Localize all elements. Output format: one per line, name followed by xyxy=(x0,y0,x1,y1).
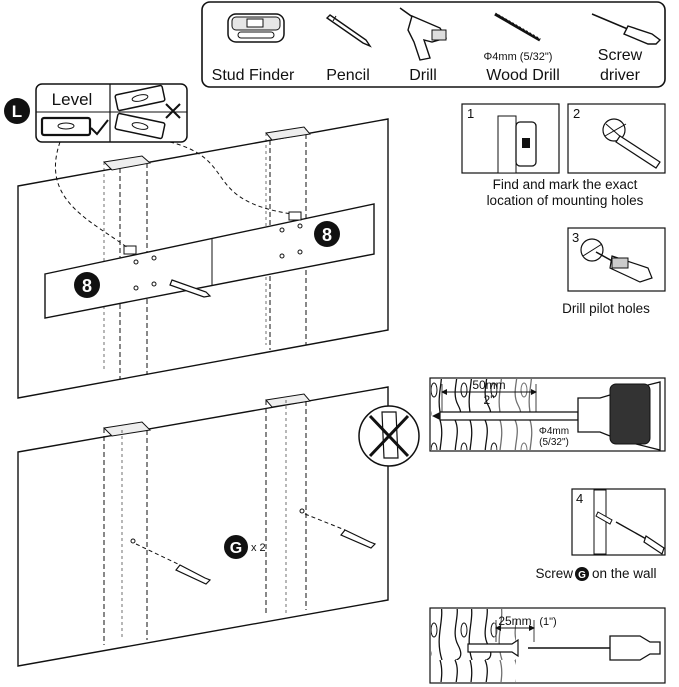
wall-top xyxy=(17,118,389,399)
level-label: Level xyxy=(52,90,93,109)
tool-label-screw: Screw xyxy=(598,47,643,64)
step-3-panel: 3 xyxy=(567,227,666,292)
caption-drill: Drill pilot holes xyxy=(562,301,650,316)
drill-depth-panel xyxy=(429,377,666,452)
step-2-panel: 2 xyxy=(567,103,666,174)
step-2-number: 2 xyxy=(573,106,580,121)
tool-label-drill: Drill xyxy=(409,67,437,84)
screw-depth-inches: (1") xyxy=(539,616,556,628)
svg-text:8: 8 xyxy=(82,276,92,296)
marker-8-right: 8 xyxy=(314,221,340,247)
wood-drill-bit-icon xyxy=(494,12,542,42)
lag-screw-right-icon xyxy=(340,529,377,549)
tool-label-wood-drill: Wood Drill xyxy=(486,67,560,84)
caption-screw-prefix: Screw xyxy=(535,566,573,581)
svg-text:G: G xyxy=(578,570,586,581)
stud-finder-icon xyxy=(227,13,285,43)
caption-mark-line1: Find and mark the exact xyxy=(493,177,638,192)
marker-L: L xyxy=(4,98,30,124)
pencil-icon xyxy=(325,14,372,48)
caption-screw-suffix: on the wall xyxy=(592,566,657,581)
bit-diameter-inches: (5/32") xyxy=(539,437,569,448)
marker-G-screws: G xyxy=(224,535,248,559)
lag-screw-left-icon xyxy=(175,564,212,585)
pencil-marking-icon xyxy=(169,279,212,298)
wall-bottom xyxy=(17,386,389,667)
screw-count: x 2 xyxy=(251,542,266,554)
step-4-panel: 4 xyxy=(571,488,666,556)
svg-text:G: G xyxy=(230,540,242,557)
marker-G-caption: G xyxy=(575,567,589,581)
screwdriver-icon xyxy=(591,13,662,45)
step-3-number: 3 xyxy=(572,230,579,245)
drill-icon xyxy=(399,7,448,61)
no-wall-anchor-icon xyxy=(358,405,420,467)
check-icon xyxy=(90,119,109,136)
tools-panel: Stud Finder Pencil Drill Φ4mm (5/32") Wo… xyxy=(201,1,666,88)
svg-text:8: 8 xyxy=(322,225,332,245)
step-1-panel: 1 xyxy=(461,103,560,174)
bit-diameter: Φ4mm xyxy=(539,426,569,437)
level-panel: Level xyxy=(35,83,188,143)
marker-8-left: 8 xyxy=(74,272,100,298)
tool-label-stud-finder: Stud Finder xyxy=(212,67,295,84)
screw-depth-panel xyxy=(429,607,666,684)
cross-icon xyxy=(165,103,181,119)
drill-bit-spec: Φ4mm (5/32") xyxy=(484,51,553,63)
svg-text:L: L xyxy=(12,102,22,121)
tool-label-pencil: Pencil xyxy=(326,67,370,84)
step-1-number: 1 xyxy=(467,106,474,121)
step-4-number: 4 xyxy=(576,491,583,506)
tool-label-driver: driver xyxy=(600,67,641,84)
caption-mark-line2: location of mounting holes xyxy=(487,193,644,208)
depth-2in: 2" xyxy=(484,393,495,407)
depth-50mm: 50mm xyxy=(472,378,505,392)
screw-depth-25mm: 25mm xyxy=(498,614,531,628)
